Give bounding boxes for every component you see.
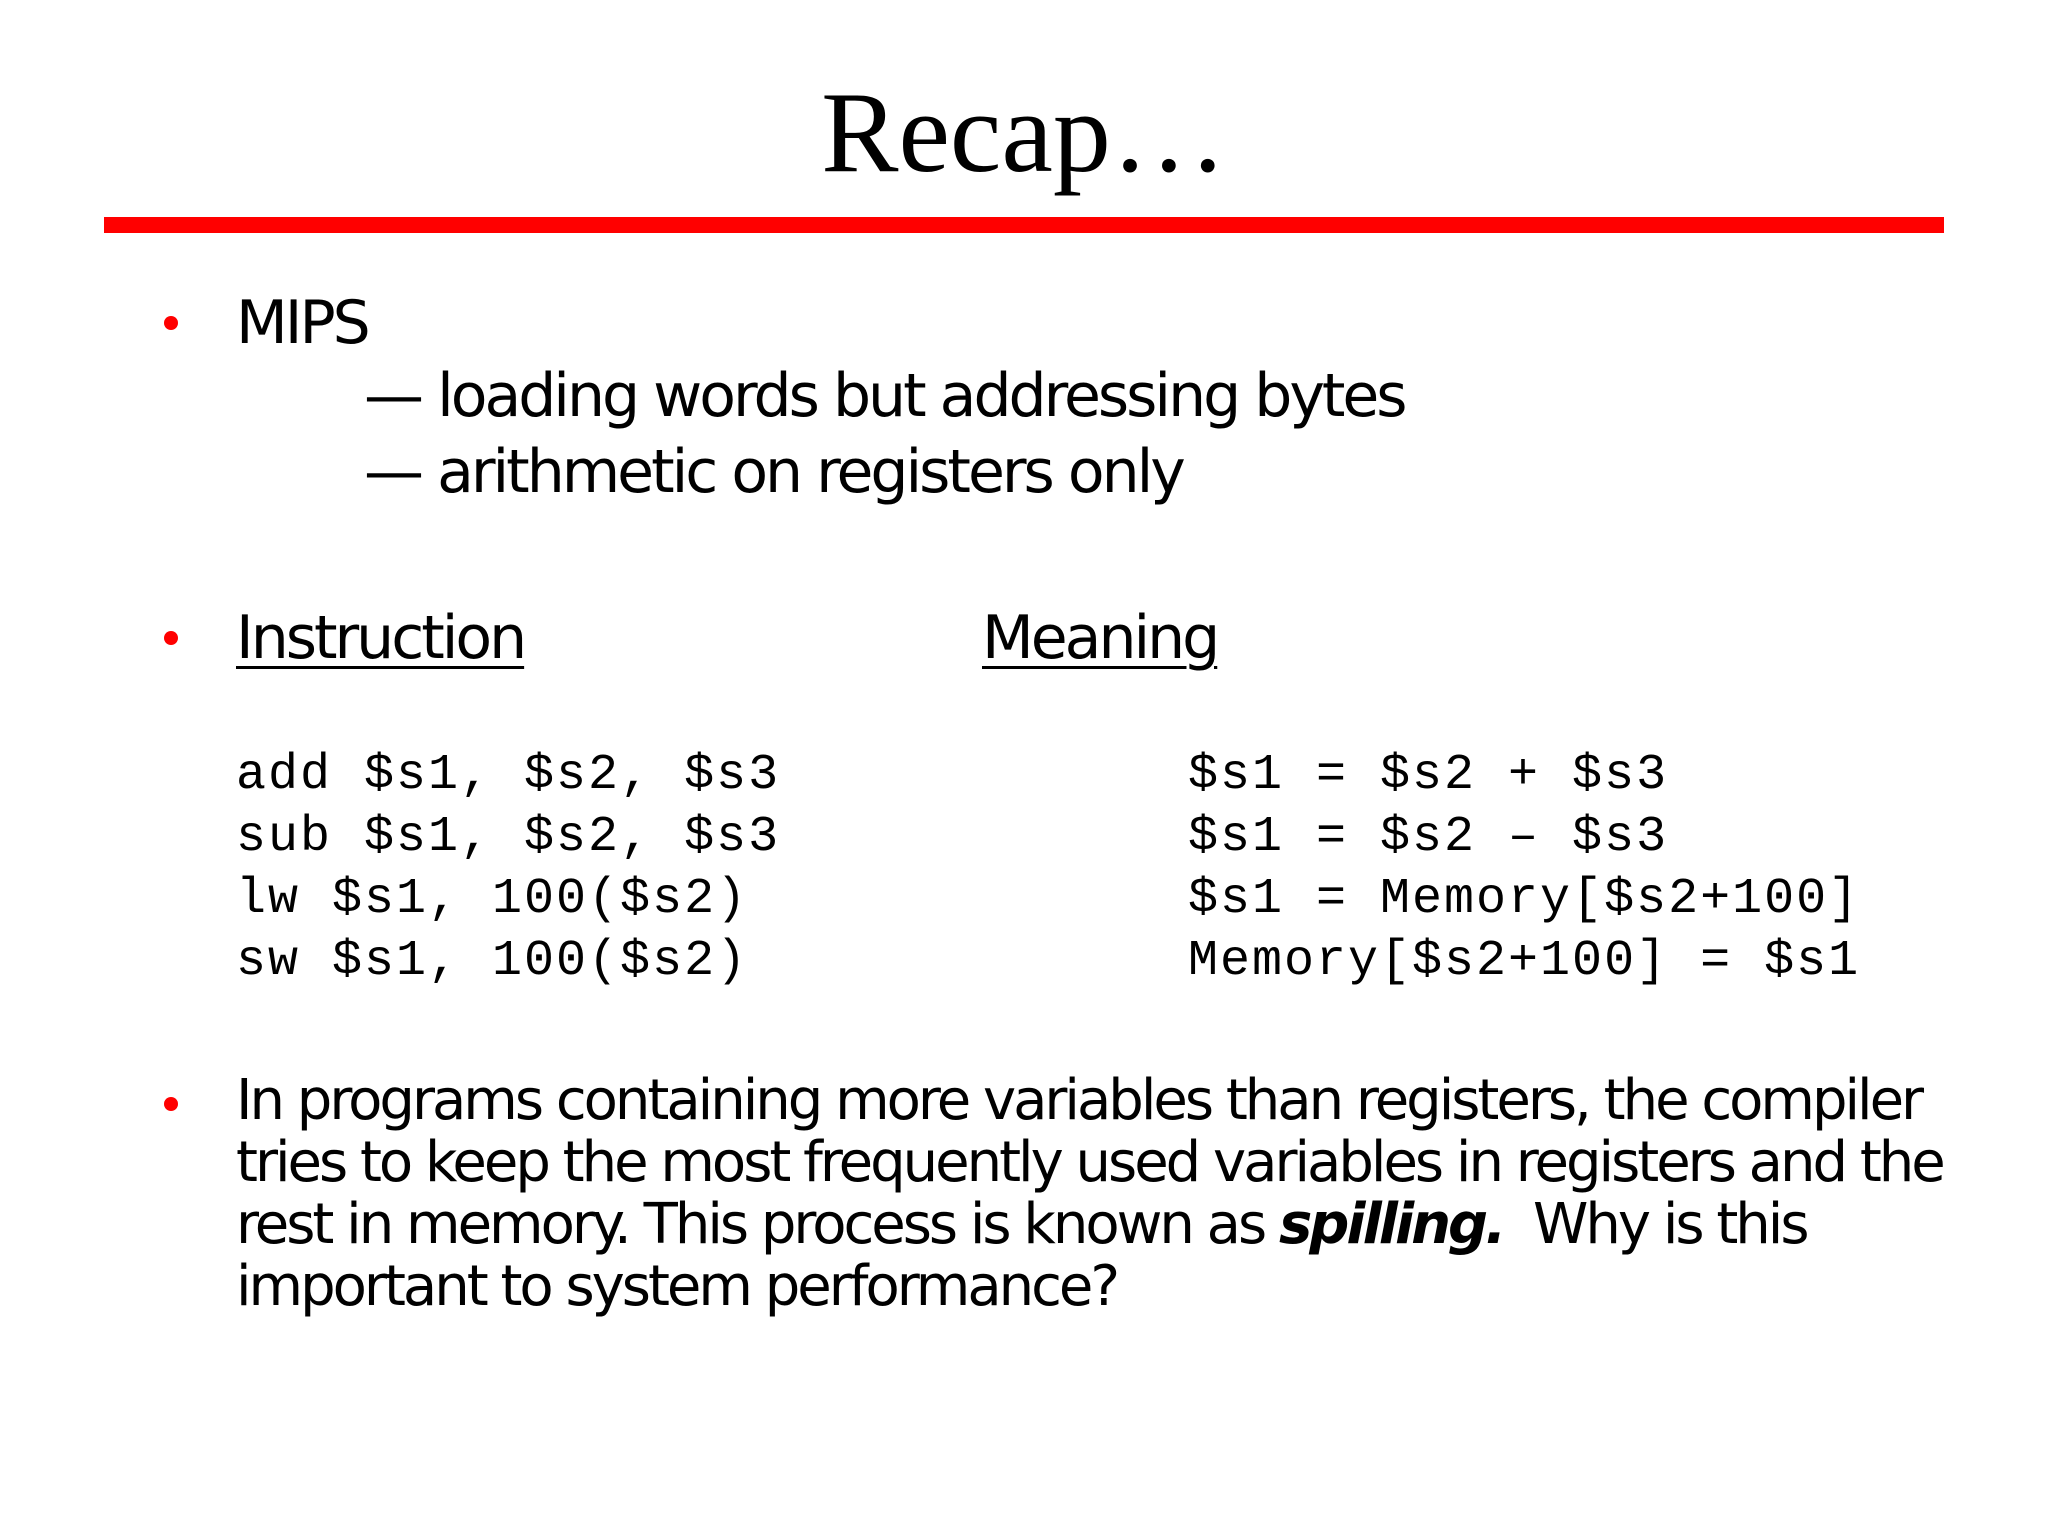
title-divider	[104, 217, 1944, 233]
meaning-cell: $s1 = $s2 – $s3	[1188, 809, 1669, 866]
slide-title: Recap…	[821, 69, 1227, 197]
meaning-cell: $s1 = $s2 + $s3	[1188, 747, 1669, 804]
instruction-cell: sub $s1, $s2, $s3	[236, 809, 781, 866]
meaning-column-header: Meaning	[982, 603, 1220, 673]
spilling-text-after: Why is this important to system performa…	[236, 1192, 1822, 1319]
mips-sub-item-1: — loading words but addressing bytes	[364, 361, 1408, 431]
mips-heading: MIPS	[236, 288, 371, 358]
bullet-instruction-table	[164, 631, 178, 645]
mips-sub-item-2: — arithmetic on registers only	[364, 437, 1186, 507]
instruction-cell: add $s1, $s2, $s3	[236, 747, 781, 804]
instruction-cell: sw $s1, 100($s2)	[236, 933, 749, 990]
instruction-column-header: Instruction	[236, 603, 527, 673]
spilling-text-before: In programs containing more variables th…	[236, 1068, 1946, 1257]
instruction-cell: lw $s1, 100($s2)	[236, 871, 749, 928]
bullet-mips	[164, 316, 178, 330]
spilling-paragraph: In programs containing more variables th…	[236, 1070, 1976, 1318]
bullet-spilling	[164, 1097, 178, 1111]
spilling-term: spilling.	[1278, 1192, 1506, 1257]
meaning-cell: Memory[$s2+100] = $s1	[1188, 933, 1861, 990]
meaning-cell: $s1 = Memory[$s2+100]	[1188, 871, 1861, 928]
